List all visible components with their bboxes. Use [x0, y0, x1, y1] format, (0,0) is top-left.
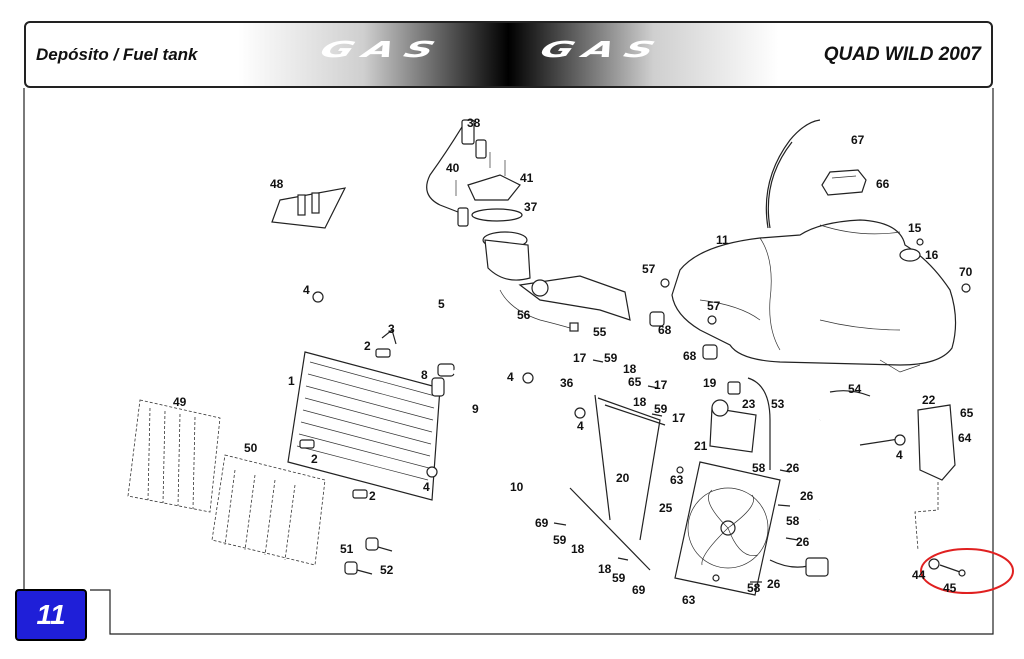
section-title: Depósito / Fuel tank	[36, 45, 198, 64]
mounting-frame	[569, 394, 666, 571]
callout-1: 1	[288, 374, 295, 388]
callout-36: 36	[560, 376, 574, 390]
callout-5: 5	[438, 297, 445, 311]
callout-59c: 59	[553, 533, 567, 547]
callout-44: 44	[912, 568, 926, 582]
callout-65a: 65	[628, 375, 642, 389]
callout-20: 20	[616, 471, 630, 485]
overflow-bottle	[808, 404, 956, 551]
callout-4d: 4	[896, 448, 903, 462]
callout-22: 22	[922, 393, 936, 407]
callout-57a: 57	[642, 262, 656, 276]
callout-45: 45	[943, 581, 957, 595]
callout-4a: 4	[303, 283, 310, 297]
callout-25: 25	[659, 501, 673, 515]
callout-63b: 63	[682, 593, 696, 607]
callout-58b: 58	[786, 514, 800, 528]
callout-15: 15	[908, 221, 922, 235]
callout-49: 49	[173, 395, 187, 409]
callout-38: 38	[467, 116, 481, 130]
callout-17b: 17	[654, 378, 668, 392]
callout-18b: 18	[633, 395, 647, 409]
callout-9: 9	[472, 402, 479, 416]
callout-4b: 4	[507, 370, 514, 384]
callout-2a: 2	[364, 339, 371, 353]
injector-kit	[271, 187, 347, 229]
callout-3: 3	[388, 322, 395, 336]
fuel-tank	[671, 219, 957, 373]
callout-17a: 17	[573, 351, 587, 365]
callout-48: 48	[270, 177, 284, 191]
callout-18d: 18	[598, 562, 612, 576]
callout-58a: 58	[752, 461, 766, 475]
callout-57b: 57	[707, 299, 721, 313]
expansion-tank	[709, 381, 757, 453]
page-header: Depósito / Fuel tank GAS GAS QUAD WILD 2…	[24, 21, 993, 88]
callout-59b: 59	[654, 402, 668, 416]
callout-59a: 59	[604, 351, 618, 365]
callout-8: 8	[421, 368, 428, 382]
callout-4e: 4	[423, 480, 430, 494]
callout-53: 53	[771, 397, 785, 411]
callout-18a: 18	[623, 362, 637, 376]
callout-41: 41	[520, 171, 534, 185]
callout-65b: 65	[960, 406, 974, 420]
callout-69a: 69	[535, 516, 549, 530]
callout-67: 67	[851, 133, 865, 147]
callout-10: 10	[510, 480, 524, 494]
callout-58c: 58	[747, 581, 761, 595]
highlight-circle	[920, 548, 1014, 594]
filler-cap	[821, 169, 867, 196]
drain-tap	[928, 558, 966, 577]
callout-17c: 17	[672, 411, 686, 425]
callout-37: 37	[524, 200, 538, 214]
callout-19: 19	[703, 376, 717, 390]
callout-26d: 26	[767, 577, 781, 591]
callout-64: 64	[958, 431, 972, 445]
model-title: QUAD WILD 2007	[823, 44, 981, 65]
callout-59d: 59	[612, 571, 626, 585]
callout-50: 50	[244, 441, 258, 455]
page-number-badge: 11	[15, 589, 87, 641]
callout-51: 51	[340, 542, 354, 556]
callout-23: 23	[742, 397, 756, 411]
radiator-shroud	[211, 454, 326, 566]
callout-69b: 69	[632, 583, 646, 597]
callout-68b: 68	[683, 349, 697, 363]
callout-26b: 26	[800, 489, 814, 503]
callout-56: 56	[517, 308, 531, 322]
callout-2b: 2	[311, 452, 318, 466]
callout-11: 11	[716, 233, 729, 247]
cooling-fan	[674, 461, 829, 596]
callout-52: 52	[380, 563, 394, 577]
callout-21: 21	[694, 439, 708, 453]
callout-66: 66	[876, 177, 890, 191]
callout-16: 16	[925, 248, 939, 262]
callout-4c: 4	[577, 419, 584, 433]
radiator	[287, 351, 455, 501]
radiator-guard	[127, 399, 221, 513]
callout-labels: 38 40 41 37 48 67 66 11 15 16 70 57 57 6…	[173, 116, 974, 607]
callout-68a: 68	[658, 323, 672, 337]
callout-70: 70	[959, 265, 973, 279]
callout-55: 55	[593, 325, 607, 339]
fuel-pump-assembly	[426, 119, 631, 332]
callout-63a: 63	[670, 473, 684, 487]
callout-18c: 18	[571, 542, 585, 556]
callout-26a: 26	[786, 461, 800, 475]
callout-40: 40	[446, 161, 460, 175]
callout-54: 54	[848, 382, 862, 396]
callout-2c: 2	[369, 489, 376, 503]
callout-26c: 26	[796, 535, 810, 549]
